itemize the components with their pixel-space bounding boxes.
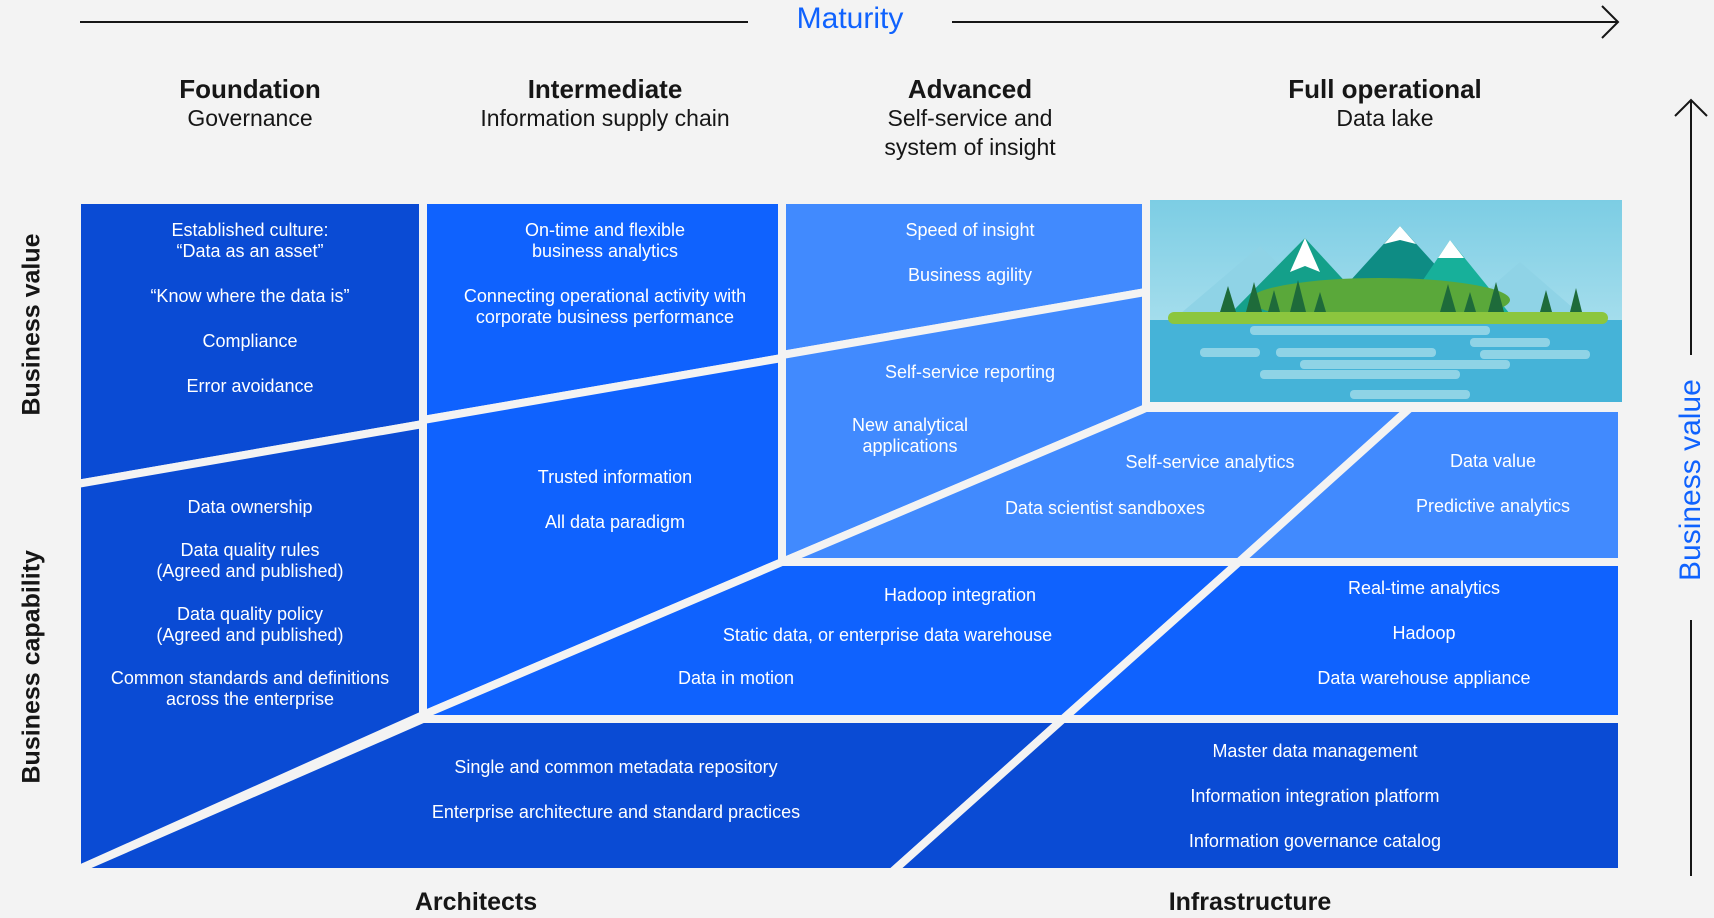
list-item: Real-time analytics <box>1347 578 1501 598</box>
list-item: On-time and flexible business analytics <box>524 220 686 261</box>
stage-advanced: Advanced Self-service and system of insi… <box>810 74 1130 162</box>
list-item: Business agility <box>907 265 1033 285</box>
stage-title: Foundation <box>179 74 321 104</box>
stage-intermediate: Intermediate Information supply chain <box>445 74 765 133</box>
list-item: Data quality rules (Agreed and published… <box>156 540 344 581</box>
list-item: Compliance <box>202 331 298 351</box>
block-infrastructure <box>881 715 1626 876</box>
advanced-value-list: Speed of insight Business agility <box>800 220 1140 286</box>
list-item: Information integration platform <box>1190 786 1440 806</box>
stage-subtitle: Data lake <box>1336 105 1434 131</box>
right-axis-business-value: Business value <box>1674 379 1707 581</box>
advanced-apps-list: New analytical applications <box>820 415 1000 457</box>
static-data-text: Static data, or enterprise data warehous… <box>722 625 1053 645</box>
list-item: Trusted information <box>537 467 693 487</box>
stage-title: Intermediate <box>527 74 683 104</box>
list-item: Common standards and definitions across … <box>110 668 390 709</box>
list-item: Predictive analytics <box>1415 496 1571 516</box>
bottom-label-architects: Architects <box>414 888 538 916</box>
bottom-label-infrastructure: Infrastructure <box>1168 888 1332 916</box>
list-item: Data warehouse appliance <box>1317 668 1531 688</box>
stage-subtitle: Self-service and system of insight <box>884 105 1056 160</box>
list-item: All data paradigm <box>544 512 686 532</box>
list-item: Established culture: “Data as an asset” <box>171 220 329 261</box>
list-item: Speed of insight <box>905 220 1035 240</box>
list-item: Master data management <box>1212 741 1418 761</box>
stage-foundation: Foundation Governance <box>90 74 410 133</box>
data-in-motion-text: Data in motion <box>677 668 795 688</box>
list-item: Error avoidance <box>186 376 314 396</box>
maturity-arrow-head-icon <box>1601 5 1620 39</box>
advanced-reporting-list: Self-service reporting <box>800 362 1140 383</box>
stage-full-operational: Full operational Data lake <box>1225 74 1545 133</box>
value-arrow-head-icon <box>1674 98 1708 117</box>
list-item: Enterprise architecture and standard pra… <box>431 802 801 822</box>
left-axis-business-capability: Business capability <box>17 550 46 784</box>
data-value-list: Data value Predictive analytics <box>1380 451 1606 517</box>
foundation-value-list: Established culture: “Data as an asset” … <box>85 220 415 397</box>
stage-subtitle: Information supply chain <box>480 105 730 131</box>
realtime-list: Real-time analytics Hadoop Data warehous… <box>1290 578 1558 689</box>
block-architects <box>73 715 1074 876</box>
list-item: “Know where the data is” <box>150 286 350 306</box>
data-scientist-sandboxes: Data scientist sandboxes <box>1004 498 1206 518</box>
architects-list: Single and common metadata repository En… <box>400 757 832 823</box>
lake-mountains-illustration <box>1150 200 1622 402</box>
intermediate-value-list: On-time and flexible business analytics … <box>430 220 780 328</box>
hadoop-integration-text: Hadoop integration <box>883 585 1037 605</box>
list-item: Data quality policy (Agreed and publishe… <box>156 604 344 645</box>
stage-title: Full operational <box>1288 74 1482 104</box>
intermediate-capability-list: Trusted information All data paradigm <box>450 467 780 533</box>
maturity-axis-label: Maturity <box>796 2 904 35</box>
foundation-capability-list: Data ownership Data quality rules (Agree… <box>85 497 415 710</box>
stage-title: Advanced <box>907 74 1033 104</box>
list-item: Self-service reporting <box>884 362 1056 382</box>
stage-subtitle: Governance <box>187 105 313 131</box>
list-item: New analytical applications <box>851 415 969 456</box>
list-item: Data value <box>1449 451 1537 471</box>
list-item: Information governance catalog <box>1188 831 1442 851</box>
list-item: Data ownership <box>187 497 313 517</box>
list-item: Single and common metadata repository <box>454 757 778 777</box>
left-axis-business-value: Business value <box>17 233 46 416</box>
list-item: Connecting operational activity with cor… <box>463 286 747 327</box>
infrastructure-list: Master data management Information integ… <box>1150 741 1480 852</box>
list-item: Hadoop <box>1392 623 1456 643</box>
self-service-analytics: Self-service analytics <box>1125 452 1295 472</box>
